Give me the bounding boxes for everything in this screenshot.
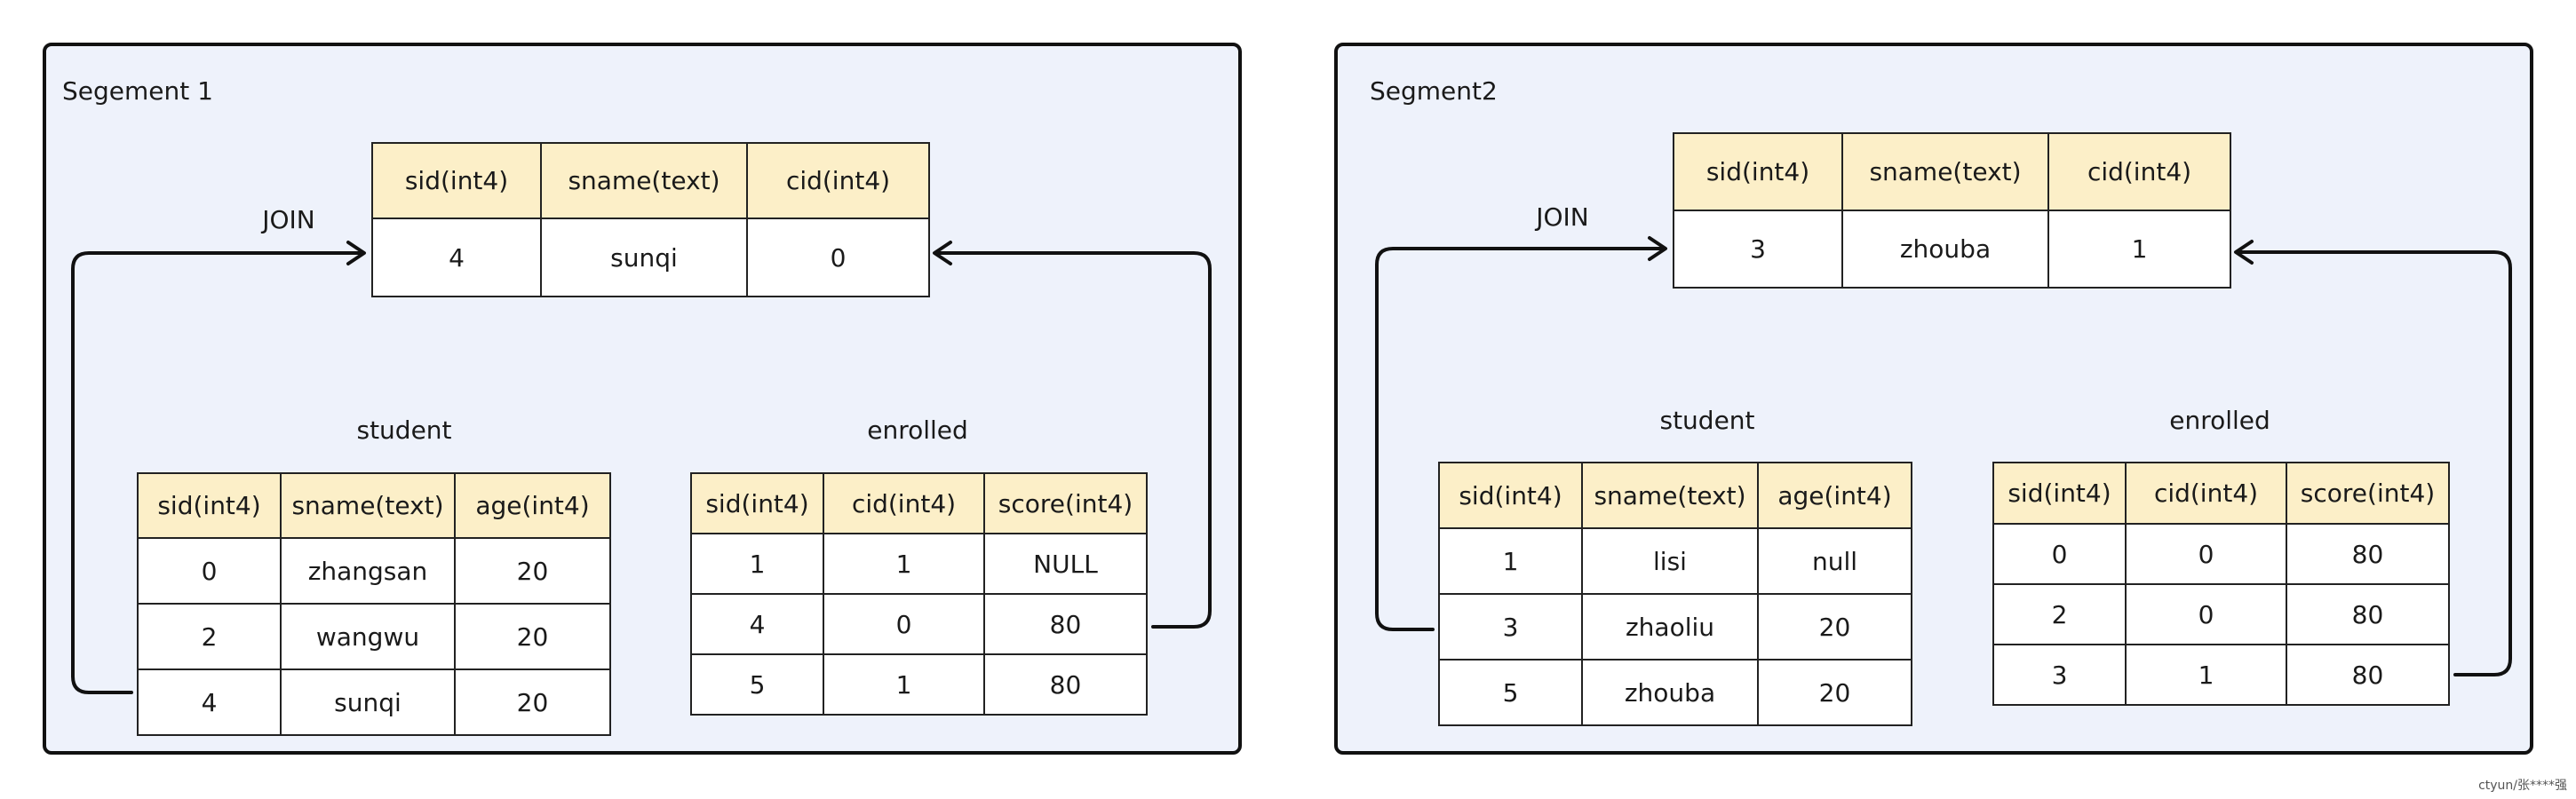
header-cell: sname(text) <box>1841 132 2049 211</box>
table-row: 5 zhouba 20 <box>1438 659 1912 726</box>
header-cell: sid(int4) <box>1992 462 2127 525</box>
table-cell: sunqi <box>540 218 748 297</box>
segment-2-student-join-arrowhead <box>1648 236 1667 261</box>
table-cell: 3 <box>1992 644 2127 706</box>
segment-1-enrolled-join-arrowhead <box>933 241 952 265</box>
segment-1-enrolled-table: sid(int4) cid(int4) score(int4) 1 1 NULL… <box>690 472 1148 716</box>
header-cell: sid(int4) <box>1438 462 1583 529</box>
segment-1-student-caption: student <box>356 415 452 445</box>
segment-1-join-label: JOIN <box>262 205 315 234</box>
table-cell: 1 <box>2047 210 2231 289</box>
table-cell: zhangsan <box>280 537 456 605</box>
table-cell: 0 <box>2125 523 2287 585</box>
segment-2-student-join-arrow <box>1375 247 1666 631</box>
table-cell: wangwu <box>280 603 456 670</box>
segment-1-student-table: sid(int4) sname(text) age(int4) 0 zhangs… <box>137 472 611 736</box>
table-row: 1 1 NULL <box>690 533 1148 595</box>
table-cell: 20 <box>454 537 611 605</box>
table-cell: 1 <box>823 533 985 595</box>
segment-2-enrolled-join-arrowhead <box>2234 240 2254 265</box>
table-cell: 5 <box>1438 659 1583 726</box>
segment-2-student-table: sid(int4) sname(text) age(int4) 1 lisi n… <box>1438 462 1912 726</box>
segment-1-title: Segement 1 <box>62 76 213 106</box>
table-cell: 20 <box>454 668 611 736</box>
table-cell: 2 <box>1992 583 2127 645</box>
header-cell: sname(text) <box>1581 462 1759 529</box>
header-cell: cid(int4) <box>746 142 930 219</box>
segment-1-enrolled-caption: enrolled <box>867 415 968 445</box>
table-cell: 80 <box>983 593 1148 655</box>
header-cell: sid(int4) <box>1673 132 1843 211</box>
table-cell: 80 <box>2286 523 2450 585</box>
table-cell: 5 <box>690 653 824 716</box>
header-cell: age(int4) <box>1757 462 1912 529</box>
segment-2-result-table: sid(int4) sname(text) cid(int4) 3 zhouba… <box>1673 132 2231 289</box>
table-cell: 20 <box>454 603 611 670</box>
table-row: 4 sunqi 0 <box>371 218 930 297</box>
segment-1-student-join-arrowhead <box>346 241 366 265</box>
table-cell: 2 <box>137 603 282 670</box>
header-cell: age(int4) <box>454 472 611 539</box>
header-cell: sid(int4) <box>690 472 824 534</box>
table-cell: 20 <box>1757 593 1912 661</box>
table-cell: 1 <box>2125 644 2287 706</box>
header-cell: score(int4) <box>2286 462 2450 525</box>
table-cell: 80 <box>2286 644 2450 706</box>
table-cell: 0 <box>2125 583 2287 645</box>
segment-2-title: Segment2 <box>1370 76 1498 106</box>
table-cell: 0 <box>1992 523 2127 585</box>
segment-2-student-caption: student <box>1659 406 1755 435</box>
segment-2-enrolled-join-arrow <box>2236 250 2512 676</box>
table-row: 4 sunqi 20 <box>137 668 611 736</box>
header-cell: cid(int4) <box>2047 132 2231 211</box>
table-cell: 80 <box>2286 583 2450 645</box>
table-cell: 3 <box>1673 210 1843 289</box>
table-cell: 4 <box>371 218 542 297</box>
table-cell: zhouba <box>1581 659 1759 726</box>
table-cell: 20 <box>1757 659 1912 726</box>
table-row: 0 0 80 <box>1992 523 2450 585</box>
table-row: 3 zhaoliu 20 <box>1438 593 1912 661</box>
header-cell: cid(int4) <box>2125 462 2287 525</box>
table-cell: 80 <box>983 653 1148 716</box>
table-row: 3 zhouba 1 <box>1673 210 2231 289</box>
table-row: 0 zhangsan 20 <box>137 537 611 605</box>
header-cell: sname(text) <box>280 472 456 539</box>
header-cell: sid(int4) <box>137 472 282 539</box>
table-cell: sunqi <box>280 668 456 736</box>
table-row: 5 1 80 <box>690 653 1148 716</box>
segment-2-enrolled-caption: enrolled <box>2169 406 2270 435</box>
table-cell: 0 <box>137 537 282 605</box>
segment-1-student-join-arrow <box>71 251 364 694</box>
table-row: 1 lisi null <box>1438 527 1912 595</box>
table-row: 4 0 80 <box>690 593 1148 655</box>
table-cell: zhouba <box>1841 210 2049 289</box>
header-cell: sid(int4) <box>371 142 542 219</box>
segment-1-enrolled-join-arrow <box>934 251 1212 629</box>
table-cell: 1 <box>690 533 824 595</box>
table-cell: NULL <box>983 533 1148 595</box>
segment-2-join-label: JOIN <box>1536 202 1589 232</box>
segment-2-enrolled-table: sid(int4) cid(int4) score(int4) 0 0 80 2… <box>1992 462 2450 706</box>
table-cell: 0 <box>823 593 985 655</box>
table-cell: 1 <box>1438 527 1583 595</box>
header-cell: cid(int4) <box>823 472 985 534</box>
table-row: 2 0 80 <box>1992 583 2450 645</box>
table-cell: 4 <box>137 668 282 736</box>
table-row: 3 1 80 <box>1992 644 2450 706</box>
table-cell: 1 <box>823 653 985 716</box>
table-cell: null <box>1757 527 1912 595</box>
header-cell: sname(text) <box>540 142 748 219</box>
table-cell: 0 <box>746 218 930 297</box>
watermark: ctyun/张****强 <box>2478 779 2567 793</box>
table-cell: zhaoliu <box>1581 593 1759 661</box>
table-cell: 4 <box>690 593 824 655</box>
header-cell: score(int4) <box>983 472 1148 534</box>
table-cell: lisi <box>1581 527 1759 595</box>
table-row: 2 wangwu 20 <box>137 603 611 670</box>
table-cell: 3 <box>1438 593 1583 661</box>
segment-1-result-table: sid(int4) sname(text) cid(int4) 4 sunqi … <box>371 142 930 297</box>
